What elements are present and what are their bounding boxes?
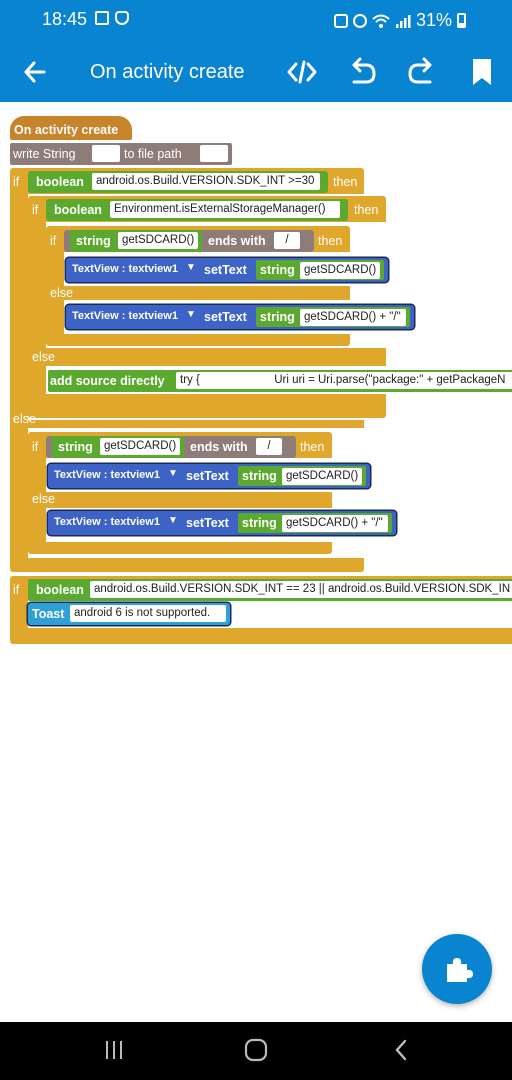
textview-selector[interactable]: TextView : textview1 (72, 263, 178, 275)
boolean-block[interactable]: boolean Environment.isExternalStorageMan… (46, 199, 348, 221)
ends-with-label: ends with (190, 440, 248, 454)
write-string-block[interactable]: write String to file path (10, 143, 232, 165)
settext-block[interactable]: TextView : textview1 ▼ setText string ge… (66, 258, 388, 282)
settext-block[interactable]: TextView : textview1 ▼ setText string ge… (48, 464, 370, 488)
app-notification-icon (115, 11, 129, 25)
dropdown-arrow-icon[interactable]: ▼ (186, 262, 196, 273)
settext-block[interactable]: TextView : textview1 ▼ setText string ge… (66, 305, 414, 329)
string-label: string (260, 263, 295, 277)
settext-value[interactable]: getSDCARD() (300, 262, 380, 279)
else-label: else (32, 350, 55, 364)
lock-status-icon (334, 13, 348, 28)
event-label: On activity create (14, 123, 119, 137)
ends-with-block[interactable]: string getSDCARD() ends with / (64, 230, 314, 252)
else-label: else (32, 492, 55, 506)
boolean-label: boolean (36, 583, 84, 597)
ends-with-label: ends with (208, 234, 266, 248)
add-source-label: add source directly (50, 374, 165, 388)
else-label: else (13, 412, 36, 426)
dropdown-arrow-icon[interactable]: ▼ (186, 309, 196, 320)
source-code-line-2: Uri uri = Uri.parse("package:" + getPack… (274, 374, 506, 386)
then-label: then (333, 175, 358, 189)
if-label: if (13, 583, 20, 597)
puzzle-piece-icon (447, 958, 473, 982)
then-label: then (300, 440, 325, 454)
source-code-field[interactable]: try { Uri uri = Uri.parse("package:" + g… (176, 372, 512, 389)
ends-with-field[interactable]: / (256, 438, 282, 455)
add-source-block[interactable]: add source directly try { Uri uri = Uri.… (48, 370, 512, 392)
add-block-fab[interactable] (422, 934, 492, 1004)
string-label: string (260, 310, 295, 324)
condition-field[interactable]: android.os.Build.VERSION.SDK_INT >=30 (92, 173, 320, 190)
condition-field[interactable]: Environment.isExternalStorageManager() (110, 201, 340, 218)
toast-label: Toast (32, 607, 65, 621)
back-arrow-icon[interactable] (20, 54, 52, 90)
string-input[interactable] (92, 145, 120, 162)
undo-icon[interactable] (346, 56, 378, 88)
condition-field[interactable]: android.os.Build.VERSION.SDK_INT == 23 |… (90, 581, 512, 598)
settext-block[interactable]: TextView : textview1 ▼ setText string ge… (48, 511, 396, 535)
string-label: string (76, 234, 111, 248)
signal-icon (396, 14, 411, 28)
recents-icon[interactable] (102, 1038, 126, 1062)
settext-label: setText (186, 516, 229, 530)
source-code-line-1: try { (180, 374, 200, 386)
alarm-icon (353, 13, 367, 28)
dropdown-arrow-icon[interactable]: ▼ (168, 468, 178, 479)
settext-value[interactable]: getSDCARD() + "/" (300, 309, 406, 326)
settext-label: setText (204, 263, 247, 277)
then-label: then (354, 203, 379, 217)
settext-label: setText (204, 310, 247, 324)
app-bar: On activity create (0, 42, 512, 102)
string-value-field[interactable]: getSDCARD() (118, 232, 198, 249)
back-icon[interactable] (390, 1038, 414, 1062)
toast-block[interactable]: Toast android 6 is not supported. (28, 603, 230, 625)
redo-icon[interactable] (406, 56, 438, 88)
string-value-field[interactable]: getSDCARD() (100, 438, 180, 455)
if-label: if (32, 203, 39, 217)
file-path-input[interactable] (200, 145, 228, 162)
string-label: string (58, 440, 93, 454)
event-block[interactable]: On activity create (10, 116, 132, 140)
if-label: if (13, 175, 20, 189)
boolean-block[interactable]: boolean android.os.Build.VERSION.SDK_INT… (28, 171, 328, 193)
boolean-block[interactable]: boolean android.os.Build.VERSION.SDK_INT… (28, 579, 512, 601)
dropdown-arrow-icon[interactable]: ▼ (168, 515, 178, 526)
then-label: then (318, 234, 343, 248)
to-file-path-label: to file path (124, 147, 182, 161)
textview-selector[interactable]: TextView : textview1 (54, 516, 160, 528)
settext-value[interactable]: getSDCARD() + "/" (282, 515, 388, 532)
ends-with-field[interactable]: / (274, 232, 300, 249)
if-label: if (50, 234, 57, 248)
string-label: string (242, 516, 277, 530)
status-bar: 18:45 31% (0, 0, 512, 42)
battery-icon (457, 13, 467, 28)
toast-message-field[interactable]: android 6 is not supported. (70, 605, 226, 622)
string-label: string (242, 469, 277, 483)
ends-with-block[interactable]: string getSDCARD() ends with / (46, 436, 296, 458)
boolean-label: boolean (36, 175, 84, 189)
settext-label: setText (186, 469, 229, 483)
gallery-notification-icon (95, 11, 109, 25)
block-canvas[interactable]: On activity create write String to file … (0, 102, 512, 1022)
boolean-label: boolean (54, 203, 102, 217)
if-label: if (32, 440, 39, 454)
page-title: On activity create (90, 61, 245, 83)
settext-value[interactable]: getSDCARD() (282, 468, 362, 485)
bookmark-icon[interactable] (466, 56, 498, 88)
system-nav-bar (0, 1022, 512, 1080)
wifi-icon (372, 14, 390, 28)
textview-selector[interactable]: TextView : textview1 (72, 310, 178, 322)
else-label: else (50, 286, 73, 300)
home-icon[interactable] (244, 1038, 268, 1062)
battery-percent: 31% (416, 10, 453, 30)
status-time: 18:45 (42, 9, 88, 29)
write-string-label: write String (13, 147, 76, 161)
code-icon[interactable] (286, 56, 318, 88)
textview-selector[interactable]: TextView : textview1 (54, 469, 160, 481)
